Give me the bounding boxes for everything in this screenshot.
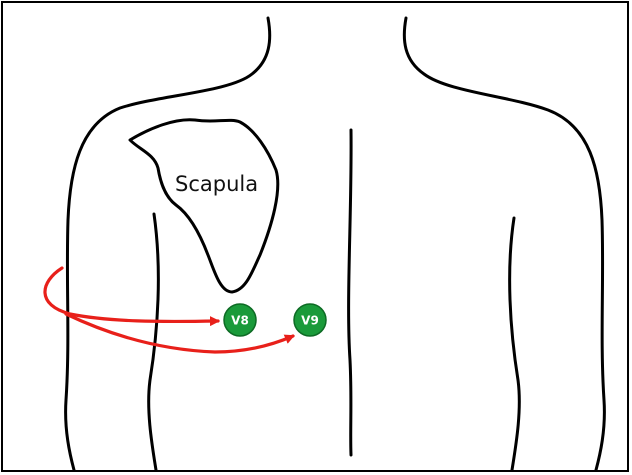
scapula-outline — [130, 120, 278, 292]
spine-line — [349, 130, 352, 455]
right-shoulder-outline — [404, 18, 604, 470]
electrode-v9-label: V9 — [301, 314, 319, 328]
electrode-v9: V9 — [294, 304, 326, 336]
scapula-label: Scapula — [175, 172, 258, 196]
right-arm-inner-line — [510, 218, 520, 470]
arrow-to-v8 — [45, 268, 218, 321]
left-shoulder-outline — [66, 18, 270, 470]
electrode-v8: V8 — [224, 304, 256, 336]
electrode-v8-label: V8 — [231, 314, 249, 328]
